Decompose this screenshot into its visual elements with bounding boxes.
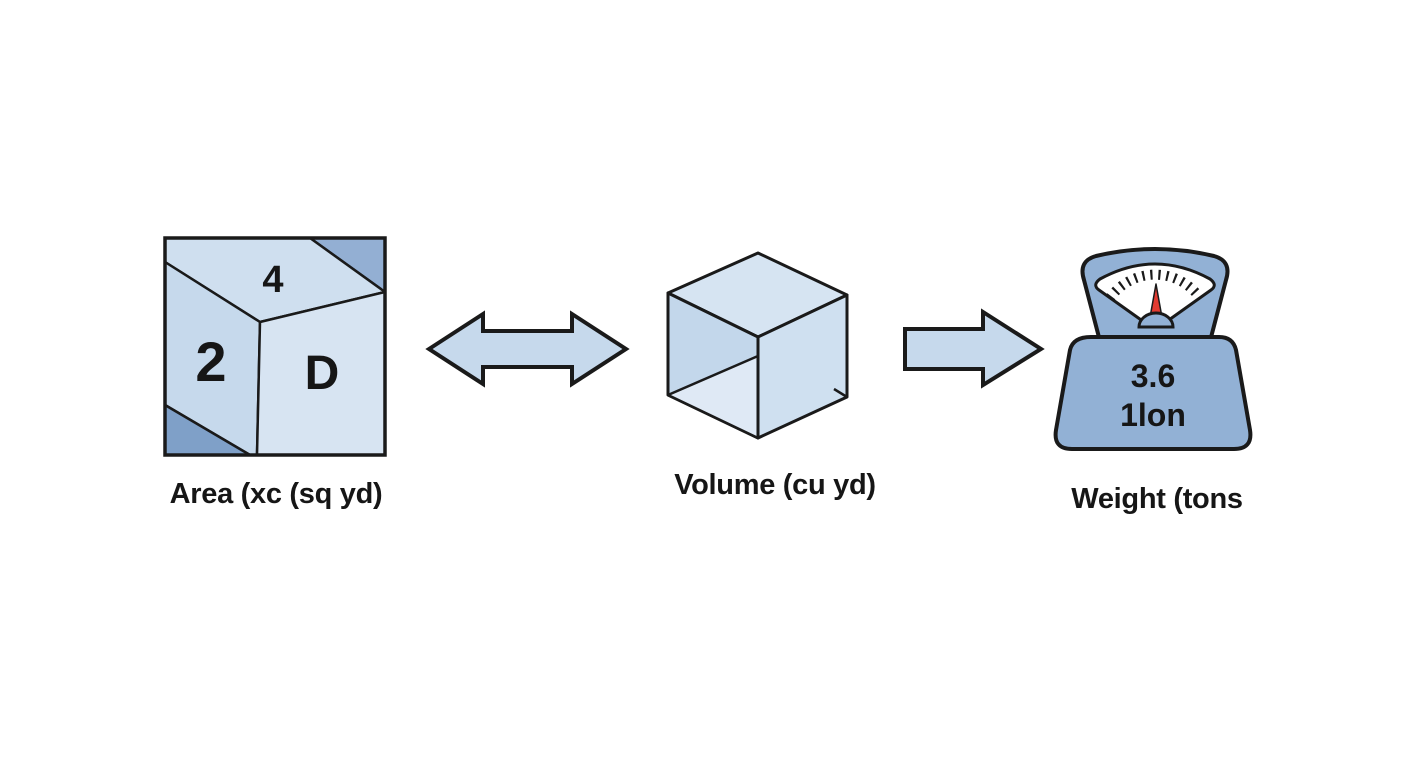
volume-cube-icon [666,251,849,440]
scale-reading-bottom: 1lon [1120,397,1186,433]
area-label: Area (xc (sq yd) [170,478,383,510]
weight-label: Weight (tons [1071,483,1242,515]
scale-reading-top: 3.6 [1131,358,1175,394]
cube-hidden-edge-tick [833,387,848,399]
right-arrow-icon [903,308,1045,389]
square-border [163,236,387,457]
square-left-face-value: 2 [195,330,226,393]
scale-body [1053,335,1253,451]
volume-label: Volume (cu yd) [674,469,876,501]
double-arrow-icon [425,310,630,388]
area-square-icon: 4 2 D [163,236,387,457]
scale-needle-pivot [1137,311,1175,329]
weight-scale-icon: 3.6 1lon [1053,247,1253,451]
square-right-face-value: D [305,347,340,400]
square-top-face-value: 4 [262,259,283,301]
